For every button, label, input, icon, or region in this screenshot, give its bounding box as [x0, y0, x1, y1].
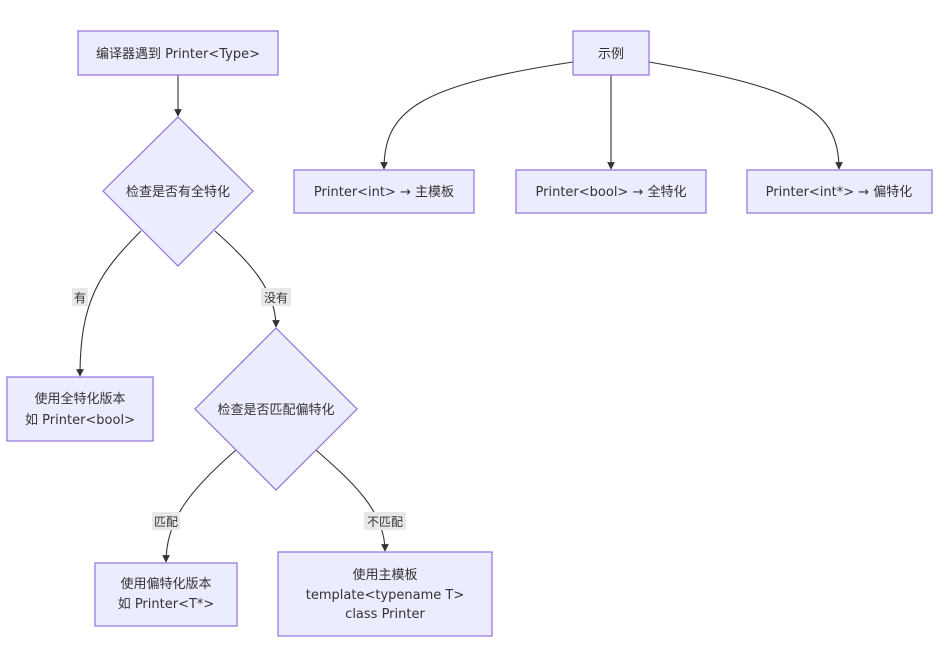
svg-text:Printer<int*> → 偏特化: Printer<int*> → 偏特化: [766, 185, 913, 200]
node-example: 示例: [572, 30, 650, 76]
node-example-bool: Printer<bool> → 全特化: [515, 169, 707, 214]
edge-label-match: 匹配: [152, 512, 180, 530]
svg-text:如 Printer<bool>: 如 Printer<bool>: [25, 412, 135, 428]
svg-text:检查是否匹配偏特化: 检查是否匹配偏特化: [217, 403, 334, 418]
svg-text:如 Printer<T*>: 如 Printer<T*>: [118, 596, 215, 612]
node-check-partial: 检查是否匹配偏特化: [194, 327, 358, 491]
svg-text:Printer<bool> → 全特化: Printer<bool> → 全特化: [536, 184, 687, 200]
svg-text:检查是否有全特化: 检查是否有全特化: [126, 184, 230, 200]
edge-check-full-no: [214, 230, 280, 328]
edge-label-no: 没有: [261, 288, 291, 306]
node-example-int: Printer<int> → 主模板: [293, 169, 475, 214]
node-use-partial: 使用偏特化版本 如 Printer<T*>: [94, 562, 238, 627]
svg-text:使用偏特化版本: 使用偏特化版本: [120, 576, 211, 592]
edge-check-partial-match: [162, 449, 237, 563]
edge-example-to-ptr: [648, 61, 843, 170]
edge-label-yes: 有: [72, 288, 88, 306]
svg-text:有: 有: [74, 291, 86, 305]
svg-text:使用全特化版本: 使用全特化版本: [34, 391, 125, 407]
node-example-ptr: Printer<int*> → 偏特化: [746, 169, 933, 214]
svg-text:匹配: 匹配: [154, 515, 178, 529]
edge-label-no-match: 不匹配: [364, 512, 406, 530]
svg-text:不匹配: 不匹配: [367, 515, 403, 529]
node-check-full: 检查是否有全特化: [102, 116, 254, 267]
node-start: 编译器遇到 Printer<Type>: [77, 30, 279, 76]
svg-text:编译器遇到 Printer<Type>: 编译器遇到 Printer<Type>: [96, 47, 260, 62]
node-use-full: 使用全特化版本 如 Printer<bool>: [6, 376, 154, 442]
edge-check-full-yes: [76, 230, 142, 377]
svg-text:没有: 没有: [264, 290, 288, 305]
svg-text:class Printer: class Printer: [345, 607, 425, 622]
svg-text:使用主模板: 使用主模板: [352, 567, 417, 583]
svg-text:Printer<int> → 主模板: Printer<int> → 主模板: [314, 185, 454, 200]
edge-example-to-int: [380, 61, 574, 170]
edges: [76, 61, 843, 563]
svg-text:template<typename T>: template<typename T>: [306, 588, 464, 603]
node-use-primary: 使用主模板 template<typename T> class Printer: [277, 551, 493, 637]
svg-text:示例: 示例: [598, 47, 624, 62]
edge-check-partial-no-match: [315, 449, 389, 552]
